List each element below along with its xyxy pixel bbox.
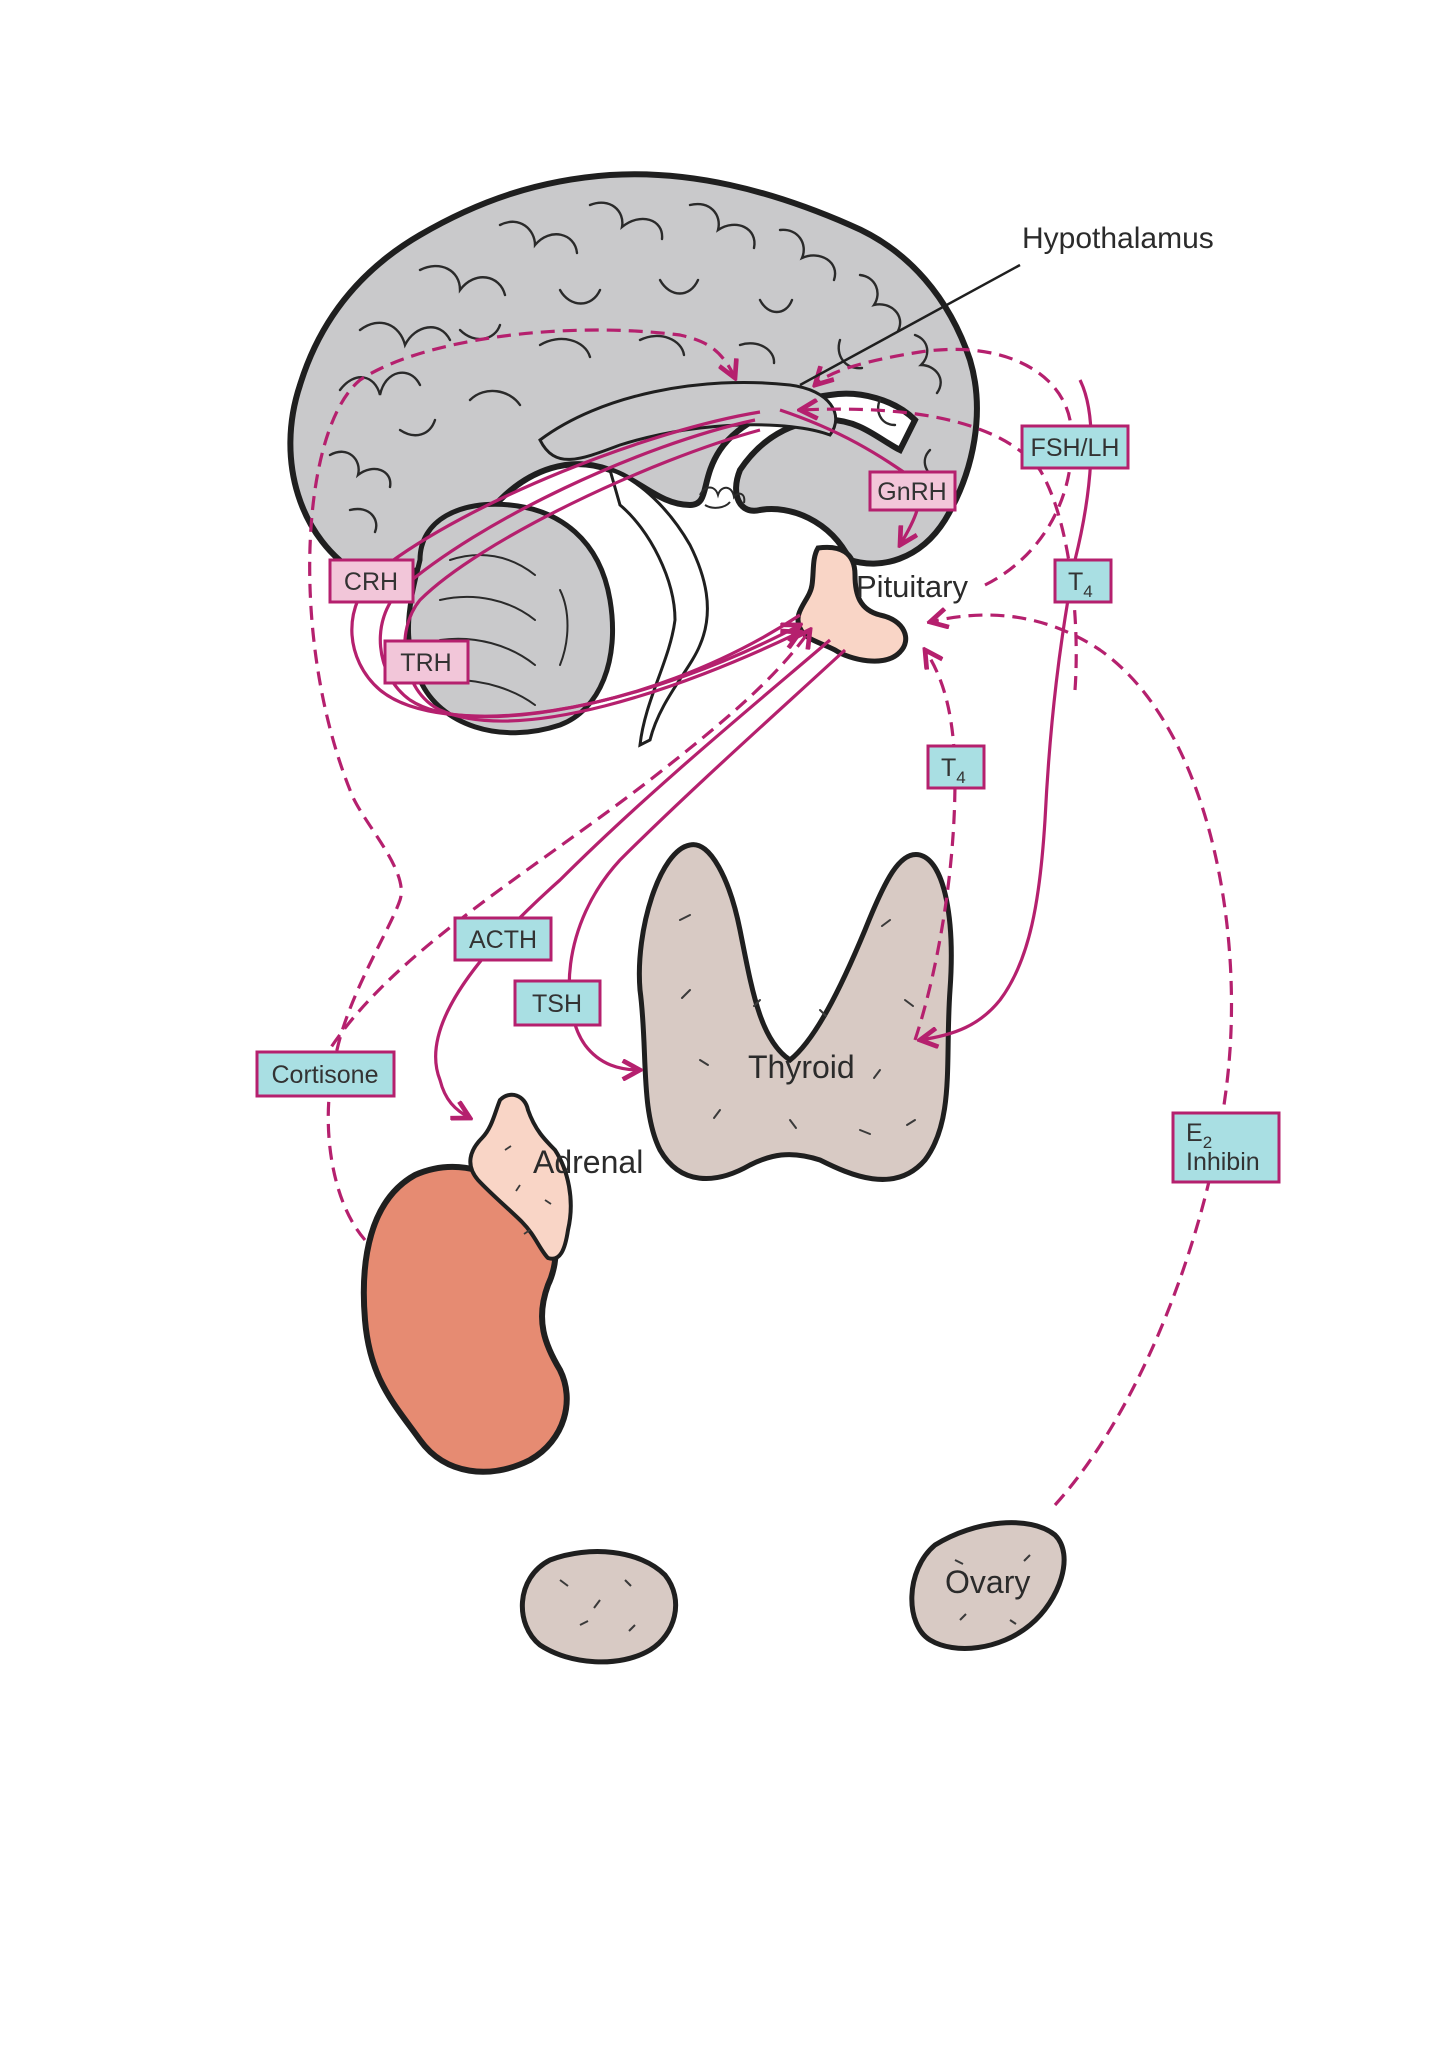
e2-inhibin-box: E2 Inhibin [1171, 1111, 1281, 1184]
cortisone-to-pituitary [318, 630, 810, 1066]
inhibin-text: Inhibin [1186, 1148, 1260, 1176]
t4-to-hypothalamus [800, 409, 1078, 691]
hypothalamus-leader-line [799, 263, 1021, 387]
left-small-gland [519, 1549, 679, 1665]
pituitary-label: Pituitary [856, 569, 968, 604]
cerebrum [287, 171, 980, 578]
tsh-text: TSH [532, 990, 582, 1018]
crh-text: CRH [344, 568, 398, 596]
tsh-path [567, 648, 847, 1070]
cortisone-box: Cortisone [255, 1050, 396, 1098]
t4-main-box: T4 [926, 744, 986, 790]
gnrh-box: GnRH [868, 470, 957, 512]
fsh-lh-text: FSH/LH [1031, 434, 1120, 462]
ovary [909, 1520, 1067, 1651]
crh-box: CRH [328, 558, 415, 604]
cortisone-text: Cortisone [272, 1061, 379, 1089]
chiasm-detail [699, 486, 746, 509]
t4-upper-text: T4 [1068, 568, 1093, 601]
fsh-lh-box: FSH/LH [1020, 424, 1130, 470]
hypothalamus-label: Hypothalamus [1022, 222, 1214, 255]
e2-inhibin-feedback [930, 615, 1234, 1507]
gyri-pattern [328, 201, 942, 534]
gnrh-text: GnRH [877, 478, 946, 506]
t4-upper-box: T4 [1053, 558, 1113, 604]
acth-text: ACTH [469, 926, 537, 954]
t4-main-text: T4 [941, 754, 966, 787]
acth-box: ACTH [453, 916, 553, 962]
crh-path-2 [378, 418, 800, 719]
fsh-lh-feedback [815, 347, 1074, 587]
corpus-callosum [538, 380, 838, 461]
cerebellum [405, 501, 616, 736]
ovary-label: Ovary [945, 1564, 1030, 1600]
brainstem [607, 467, 709, 748]
tsh-box: TSH [513, 979, 602, 1027]
fsh-lh-path [920, 379, 1093, 1040]
t4-to-pituitary [913, 650, 957, 1041]
trh-box: TRH [383, 639, 470, 685]
thyroid-gland [636, 842, 954, 1182]
hormone-arrows [350, 379, 1093, 1118]
adrenal-label: Adrenal [533, 1144, 643, 1180]
adrenal-cortex [468, 1092, 573, 1261]
acth-path [434, 638, 832, 1118]
e2-text: E2 [1186, 1119, 1212, 1152]
adrenal-gland [360, 1092, 573, 1475]
pituitary-gland [795, 544, 909, 664]
trh-text: TRH [400, 649, 451, 677]
thyroid-label: Thyroid [748, 1049, 855, 1085]
